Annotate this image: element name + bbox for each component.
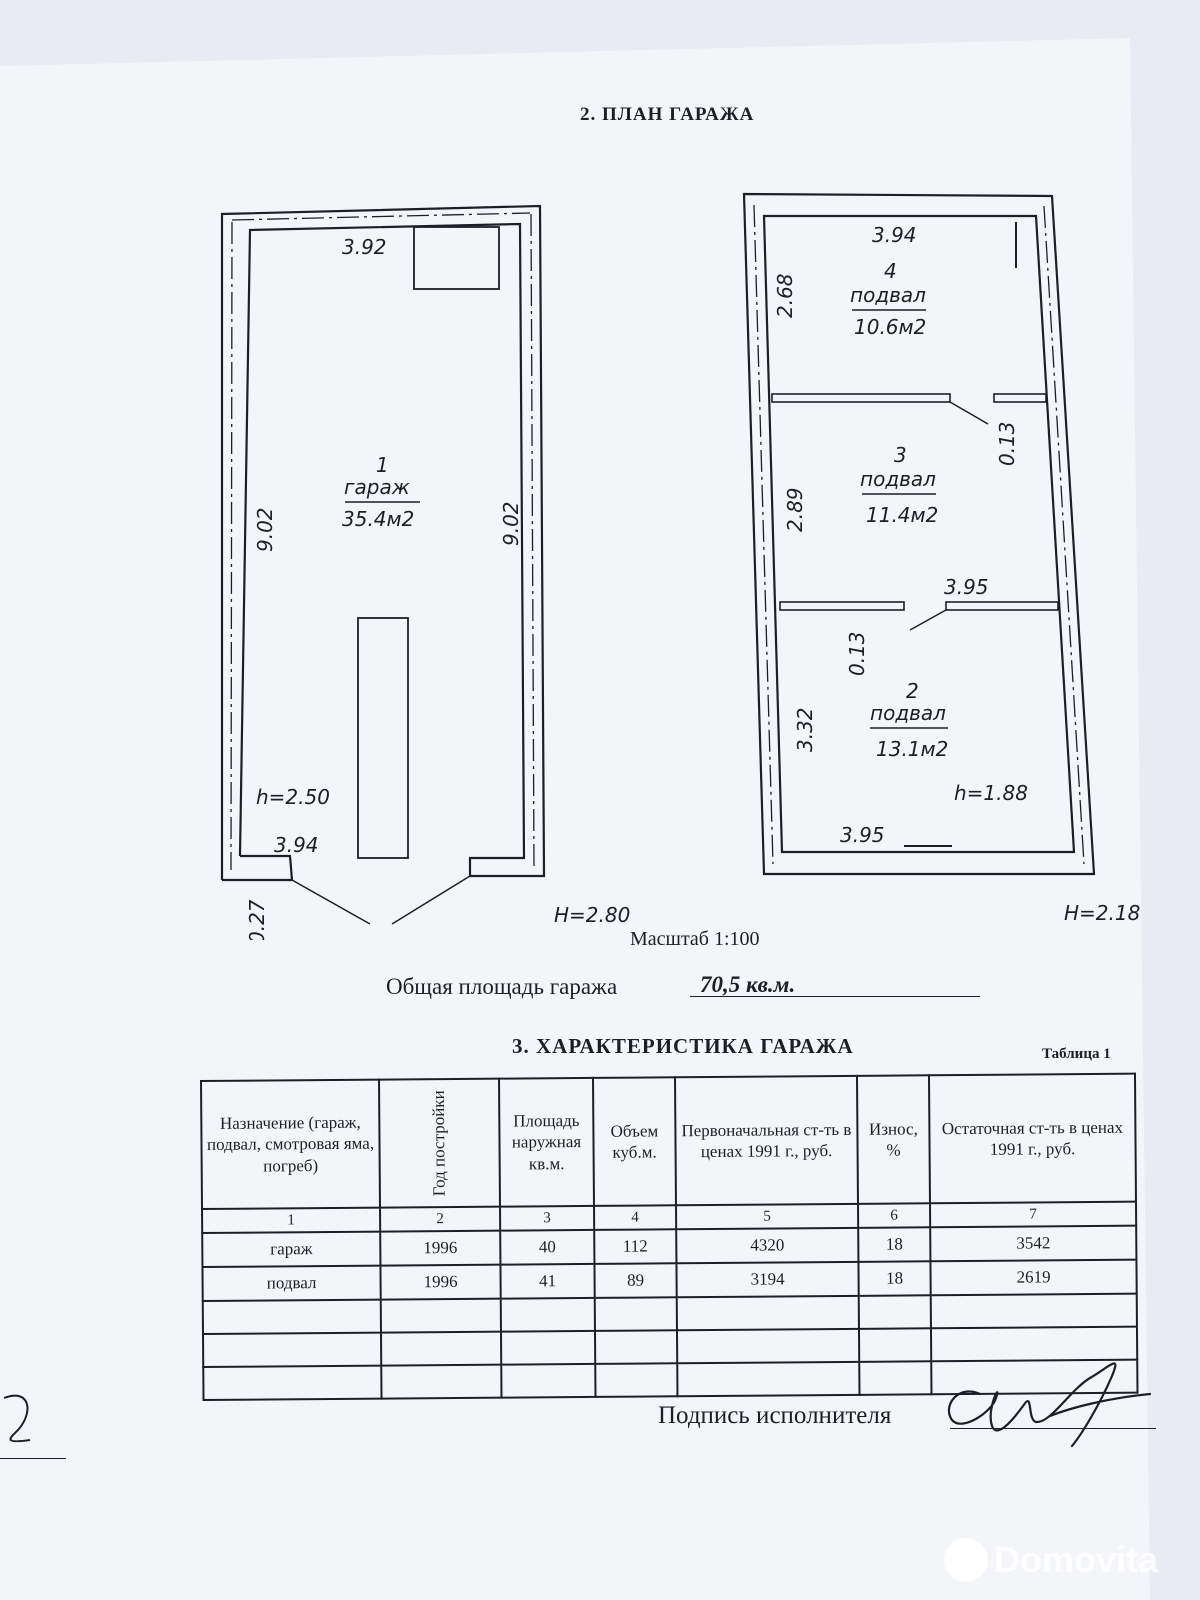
room4-name: подвал <box>850 283 926 307</box>
column-number: 2 <box>380 1206 501 1232</box>
room2-number: 2 <box>906 679 919 703</box>
room2-area: 13.1м2 <box>876 737 948 761</box>
handwritten-signature <box>947 1362 1152 1448</box>
header-area: Площадь наружная кв.м. <box>498 1077 595 1207</box>
garage-wall-axis-left <box>230 221 233 871</box>
garage-wall-axis-top <box>231 212 531 221</box>
partition-3-2-right <box>945 601 1059 611</box>
signature-line <box>950 1428 1156 1429</box>
total-area-underline <box>690 996 980 997</box>
header-volume: Объем куб.м. <box>592 1077 676 1206</box>
garage-inner-wall <box>238 222 526 876</box>
room3-wall: 0.13 <box>995 421 1019 466</box>
room3-number: 3 <box>894 443 907 467</box>
room3-name: подвал <box>860 467 936 491</box>
watermark-text: Domovita <box>994 1539 1159 1580</box>
left-margin-mark <box>3 1394 31 1443</box>
table-cell: подвал <box>202 1265 381 1301</box>
total-area-value: 70,5 кв.м. <box>700 972 796 997</box>
garage-wall-axis-right <box>530 213 535 869</box>
partition-4-3-right <box>993 393 1047 403</box>
room2-wall: 0.13 <box>845 631 869 676</box>
garage-bottom-width: 3.94 <box>274 833 319 857</box>
header-year-text: Год постройки <box>428 1090 449 1197</box>
table-cell: 2619 <box>930 1259 1137 1296</box>
column-number: 6 <box>857 1203 931 1228</box>
table-cell: 1996 <box>380 1230 501 1266</box>
header-purpose: Назначение (гараж, подвал, смотровая яма… <box>201 1079 381 1209</box>
left-margin-line <box>0 1458 66 1459</box>
room2-top-width: 3.95 <box>944 575 989 599</box>
garage-door-right <box>391 875 471 925</box>
table-cell: гараж <box>202 1231 381 1267</box>
table-cell: 89 <box>594 1263 677 1298</box>
door-4-3 <box>949 401 989 425</box>
column-number: 5 <box>675 1203 859 1230</box>
inspection-pit <box>357 617 409 859</box>
header-residual-cost: Остаточная ст-ть в ценах 1991 г., руб. <box>928 1073 1136 1204</box>
table-cell: 41 <box>500 1263 595 1299</box>
garage-cabinet <box>413 226 500 290</box>
garage-room-area: 35.4м2 <box>342 507 414 531</box>
room4-number: 4 <box>884 259 897 283</box>
table-cell: 18 <box>858 1261 931 1296</box>
table-cell: 1996 <box>380 1264 501 1300</box>
table-cell: 3542 <box>930 1225 1137 1262</box>
room4-length: 2.68 <box>773 273 797 318</box>
garage-outer-wall <box>220 204 546 880</box>
room2-bottom-width: 3.95 <box>840 823 885 847</box>
garage-room-number: 1 <box>376 453 389 477</box>
room4-area: 10.6м2 <box>854 315 926 339</box>
partition-4-3-left <box>771 393 951 403</box>
table-cell: 4320 <box>676 1227 859 1264</box>
table-cell: 40 <box>500 1229 595 1265</box>
table-label: Таблица 1 <box>1042 1046 1111 1062</box>
garage-step-depth: 0.27 <box>245 899 269 940</box>
room4-width: 3.94 <box>872 223 917 247</box>
total-area-label: Общая площадь гаража <box>386 974 618 999</box>
garage-door-left <box>291 879 371 925</box>
garage-inner-height: h=2.50 <box>256 785 330 809</box>
watermark-logo-icon <box>944 1538 988 1582</box>
characteristics-title: 3. ХАРАКТЕРИСТИКА ГАРАЖА <box>512 1034 854 1058</box>
table-cell: 3194 <box>676 1261 859 1298</box>
table-cell: 112 <box>594 1229 677 1264</box>
basement-outer-height: H=2.18 <box>1064 901 1140 925</box>
basement-outer-wall <box>742 192 1096 876</box>
column-number: 7 <box>929 1201 1137 1228</box>
header-initial-cost: Первоначальная ст-ть в ценах 1991 г., ру… <box>674 1075 858 1206</box>
column-number: 4 <box>594 1205 677 1230</box>
column-number: 1 <box>202 1207 381 1233</box>
basement-wall-axis-right <box>1043 205 1085 865</box>
header-year: Год постройки <box>379 1078 501 1208</box>
garage-inner-step <box>240 854 294 881</box>
garage-room-name: гараж <box>344 475 410 499</box>
table-cell: 18 <box>858 1227 931 1262</box>
garage-left-length: 9.02 <box>253 507 277 552</box>
header-wear: Износ, % <box>856 1075 930 1204</box>
room2-name: подвал <box>870 701 946 725</box>
scale-label: Масштаб 1:100 <box>630 928 760 950</box>
table-header-row: Назначение (гараж, подвал, смотровая яма… <box>201 1073 1136 1209</box>
garage-right-length: 9.02 <box>499 501 523 546</box>
room3-area: 11.4м2 <box>866 503 938 527</box>
garage-floor-plan: 3.92 1 гараж 35.4м2 9.02 9.02 h=2.50 3.9… <box>220 192 1140 940</box>
basement-inner-wall <box>762 214 1076 854</box>
garage-outer-height: H=2.80 <box>554 903 630 927</box>
door-3-2 <box>909 609 947 631</box>
basement-wall-axis-left <box>753 204 774 865</box>
signature-label: Подпись исполнителя <box>658 1402 892 1429</box>
partition-3-2-left <box>779 601 905 611</box>
room3-length: 2.89 <box>783 487 807 532</box>
basement-inner-height: h=1.88 <box>954 781 1028 805</box>
column-number: 3 <box>500 1205 595 1231</box>
watermark: Domovita <box>944 1538 1158 1582</box>
plan-title: 2. ПЛАН ГАРАЖА <box>580 104 755 125</box>
room2-length: 3.32 <box>793 707 817 752</box>
document-page <box>0 38 1150 1600</box>
garage-top-width: 3.92 <box>342 235 387 259</box>
